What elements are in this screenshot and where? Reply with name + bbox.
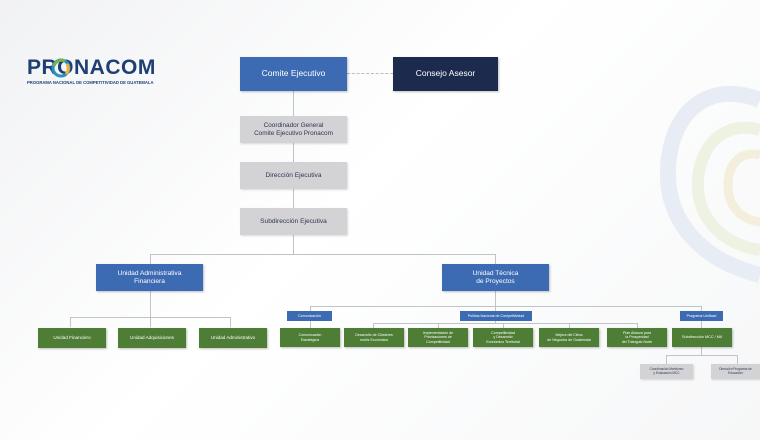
- competitividad-territorial-box: Competitividad y Desarrollo Económico Te…: [473, 328, 533, 347]
- connector-line: [701, 321, 702, 328]
- implementacion-priorizaciones-box: Implementación de Priorizaciones de Comp…: [408, 328, 468, 347]
- direccion-programa-educacion-box: Dirección Programa de Educación: [711, 364, 760, 379]
- connector-line: [310, 306, 311, 311]
- connector-line: [438, 323, 439, 328]
- connector-line: [503, 323, 504, 328]
- connector-line: [637, 323, 638, 328]
- connector-line: [495, 254, 496, 264]
- connector-line: [737, 355, 738, 364]
- connector-line: [310, 321, 311, 328]
- connector-line: [150, 291, 151, 317]
- background-swirl-graphic: [659, 85, 760, 283]
- programa-unificad-header: Programa Unificad: [680, 311, 723, 321]
- comunicacion-estrategica-box: Comunicación Estratégica: [280, 328, 340, 347]
- connector-line: [230, 317, 231, 327]
- connector-line: [666, 355, 667, 364]
- plan-alianza-prosperidad-box: Plan Alianza para la Prosperidad del Tri…: [607, 328, 667, 347]
- coordinacion-monitoreo-box: Coordinación Monitoreo y Evaluación MCC: [640, 364, 693, 379]
- connector-line: [495, 321, 496, 324]
- logo-globe-icon: [51, 58, 71, 78]
- desarrollo-clusteres-box: Desarrollo de Clústeres motriz Económico: [344, 328, 404, 347]
- connector-line: [310, 306, 702, 307]
- comite-ejecutivo-box: Comite Ejecutivo: [240, 57, 347, 91]
- coordinador-general-box: Coordinador General Comite Ejecutivo Pro…: [240, 116, 347, 143]
- logo-wordmark: PRONACOM: [27, 56, 156, 79]
- politica-nacional-header: Política Nacional de Competitividad: [460, 311, 532, 321]
- comunicacion-header: Comunicación: [287, 311, 332, 321]
- logo-tagline: PROGRAMA NACIONAL DE COMPETITIVIDAD DE G…: [27, 80, 154, 85]
- mejora-clima-negocios-box: Mejora del Clima de Negocios de Guatemal…: [539, 328, 599, 347]
- direccion-ejecutiva-box: Dirección Ejecutiva: [240, 162, 347, 189]
- advisory-dashed-connector: [347, 73, 393, 74]
- unidad-financiero-box: Unidad Financiero: [38, 328, 106, 348]
- subdireccion-mcc-box: Subdirección MCC / MII: [672, 328, 732, 347]
- connector-line: [150, 317, 151, 327]
- unidad-administrativo-box: Unidad Administrativo: [199, 328, 267, 348]
- unidad-administrativa-box: Unidad Administrativa Financiera: [96, 264, 203, 291]
- connector-line: [569, 323, 570, 328]
- connector-line: [373, 323, 374, 328]
- connector-line: [70, 317, 71, 327]
- connector-line: [701, 306, 702, 311]
- connector-line: [373, 323, 638, 324]
- unidad-adquisiciones-box: Unidad Adquisiciones: [118, 328, 186, 348]
- connector-line: [150, 254, 496, 255]
- connector-line: [666, 355, 738, 356]
- connector-line: [701, 347, 702, 355]
- unidad-tecnica-box: Unidad Técnica de Proyectos: [442, 264, 549, 291]
- connector-line: [150, 254, 151, 264]
- consejo-asesor-box: Consejo Asesor: [393, 57, 498, 91]
- connector-line: [495, 291, 496, 311]
- subdireccion-ejecutiva-box: Subdirección Ejecutiva: [240, 208, 347, 235]
